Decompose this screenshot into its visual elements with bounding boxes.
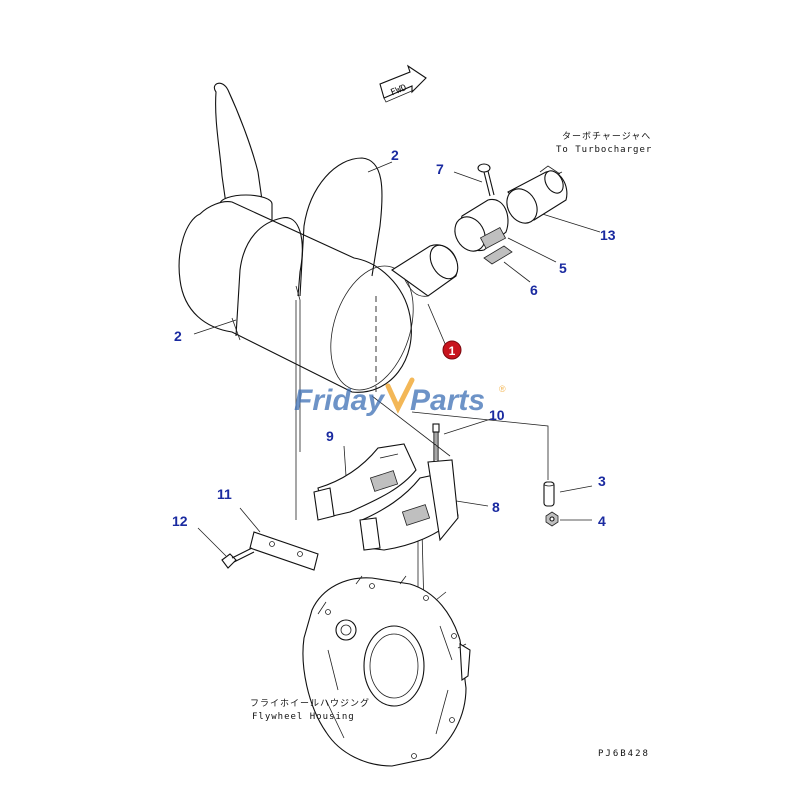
flywheel-housing	[302, 575, 471, 767]
callout-12: 12	[172, 513, 188, 529]
callout-2-lower: 2	[174, 328, 182, 344]
watermark: Friday Parts ®	[294, 377, 506, 417]
callout-5: 5	[559, 260, 567, 276]
callout-10: 10	[489, 407, 505, 423]
callout-3: 3	[598, 473, 606, 489]
watermark-check-icon	[385, 377, 415, 414]
callout-numbers: 2 2 7 13 5 6 10 9 3 8 4 11 12 1	[172, 147, 616, 529]
tube-13	[506, 165, 568, 224]
bolt-7	[477, 163, 495, 197]
bracket-9	[313, 443, 417, 521]
watermark-text-friday: Friday	[294, 384, 385, 417]
leader-lines	[193, 161, 601, 611]
turbo-note-jp: ターボチャージャへ	[562, 131, 651, 142]
callout-2-upper: 2	[391, 147, 399, 163]
flywheel-note-jp: フライホイールハウジング	[250, 697, 370, 709]
callout-4: 4	[598, 513, 606, 529]
watermark-text-parts: Parts	[410, 384, 485, 417]
clamp-5	[454, 199, 509, 252]
callout-13: 13	[600, 227, 616, 243]
watermark-registered-mark: ®	[499, 384, 506, 394]
callout-7: 7	[436, 161, 444, 177]
bracket-8	[359, 459, 459, 551]
bolt-12	[221, 547, 255, 569]
muffler	[178, 82, 459, 393]
spacer-3	[543, 481, 555, 507]
turbo-note-en: To Turbocharger	[556, 145, 652, 155]
spacer-6	[483, 245, 513, 265]
callout-9: 9	[326, 428, 334, 444]
callout-1-marker: 1	[442, 340, 462, 360]
drawing-reference: PJ6B428	[598, 749, 650, 759]
callout-6: 6	[530, 282, 538, 298]
callout-11: 11	[217, 486, 232, 502]
bracket-11	[249, 531, 319, 571]
callout-8: 8	[492, 499, 500, 515]
bolt-10	[432, 423, 440, 466]
fwd-arrow: FWD	[379, 64, 427, 103]
callout-1: 1	[449, 344, 456, 358]
nut-4	[545, 511, 559, 527]
flywheel-note-en: Flywheel Housing	[252, 712, 355, 722]
